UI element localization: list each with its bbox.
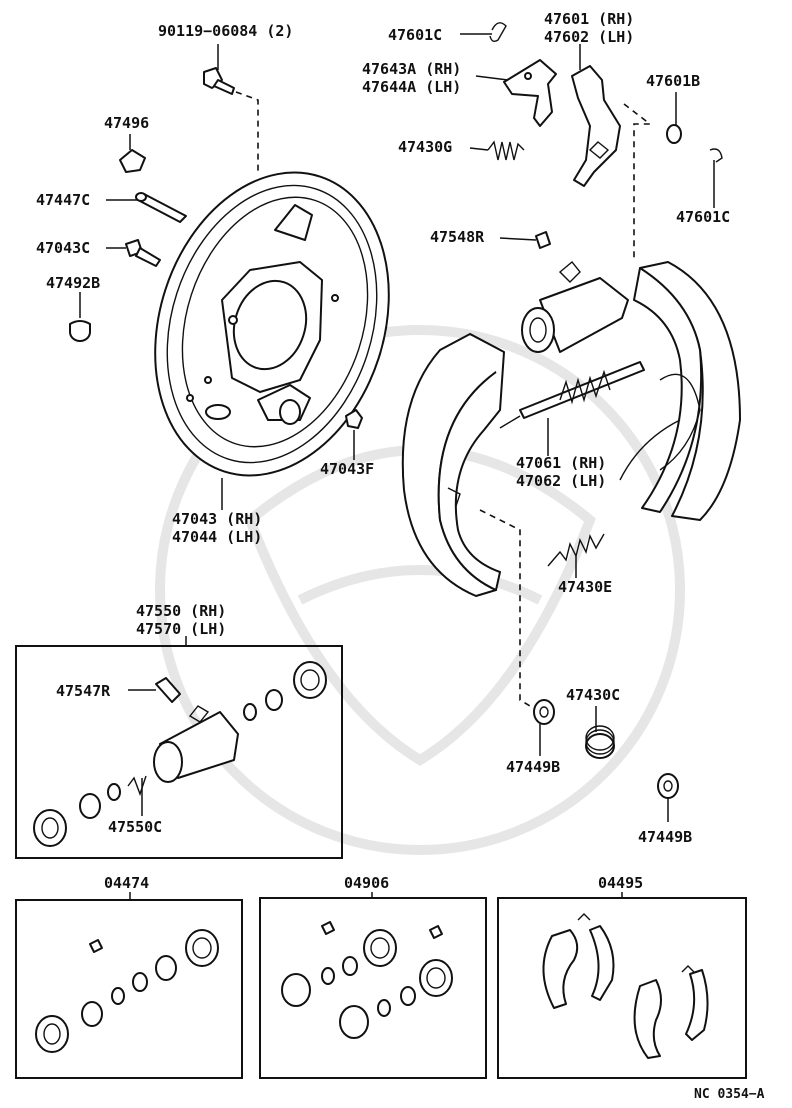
label-47550C: 47550C (108, 818, 162, 836)
label-lever-rh: 47601 (RH) (544, 10, 634, 28)
wheel-cylinder-box (15, 645, 343, 859)
pin-47447C[interactable] (135, 192, 187, 223)
leader-lever (623, 103, 653, 260)
retainer-clip-47601C[interactable] (489, 22, 507, 43)
pin-47548R[interactable] (535, 231, 551, 249)
label-47043C: 47043C (36, 239, 90, 257)
kit-04906-box (259, 897, 487, 1079)
kit-04906-parts[interactable] (281, 921, 453, 1039)
label-47547R: 47547R (56, 682, 111, 700)
washer-47601B[interactable] (666, 124, 682, 144)
spring-47430E[interactable] (547, 533, 605, 567)
leader-shoe (479, 509, 531, 707)
kit-04474-parts[interactable] (35, 929, 219, 1053)
kit-04474-box (15, 899, 243, 1079)
washer-47449B-b[interactable] (657, 773, 679, 799)
parking-lever-47601[interactable] (571, 65, 621, 187)
cylinder-cup-right[interactable] (243, 661, 327, 721)
strut-47643A[interactable] (503, 59, 557, 127)
label-kit-04906: 04906 (344, 874, 389, 892)
label-kit-04495: 04495 (598, 874, 643, 892)
label-47430E: 47430E (558, 578, 612, 596)
plug-47496[interactable] (119, 149, 146, 173)
wheel-cylinder-47550[interactable] (153, 705, 239, 783)
label-strut-lh: 47644A (LH) (362, 78, 461, 96)
diagram-code: NC 0354−A (694, 1087, 765, 1102)
clip-47601C-right[interactable] (709, 148, 723, 163)
bushing-47492B[interactable] (69, 320, 91, 342)
nut-47043F[interactable] (345, 409, 363, 429)
label-47601C-top: 47601C (388, 26, 442, 44)
label-47496: 47496 (104, 114, 149, 132)
adjuster-47061[interactable] (499, 361, 645, 429)
bleeder-47547R[interactable] (155, 677, 181, 703)
label-bolt-90119: 90119−06084 (2) (158, 22, 293, 40)
label-47430G: 47430G (398, 138, 452, 156)
label-47601B: 47601B (646, 72, 700, 90)
cylinder-cup-left[interactable] (33, 775, 147, 847)
brake-shoe-front[interactable] (401, 333, 505, 597)
spring-47430C[interactable] (585, 725, 615, 759)
label-47601C-right: 47601C (676, 208, 730, 226)
label-strut-rh: 47643A (RH) (362, 60, 461, 78)
label-47043F: 47043F (320, 460, 374, 478)
label-backing-plate-lh: 47044 (LH) (172, 528, 262, 546)
wheel-cylinder-assembled[interactable] (521, 261, 629, 353)
kit-04495-box (497, 897, 747, 1079)
label-47492B: 47492B (46, 274, 100, 292)
label-adjuster-lh: 47062 (LH) (516, 472, 606, 490)
leader-bolt (235, 91, 259, 172)
label-backing-plate-rh: 47043 (RH) (172, 510, 262, 528)
backing-plate[interactable] (118, 142, 427, 506)
bolt-90119[interactable] (203, 67, 235, 95)
kit-04495-parts[interactable] (542, 913, 709, 1059)
label-kit-04474: 04474 (104, 874, 149, 892)
part-labels: 90119−06084 (2) 47496 47447C 47043C 4749… (36, 10, 765, 1102)
leader-lines (79, 33, 715, 900)
label-47430C: 47430C (566, 686, 620, 704)
brake-shoe-rear[interactable] (619, 261, 741, 521)
label-cylinder-rh: 47550 (RH) (136, 602, 226, 620)
label-47548R: 47548R (430, 228, 485, 246)
label-47449B-a: 47449B (506, 758, 560, 776)
label-adjuster-rh: 47061 (RH) (516, 454, 606, 472)
washer-47449B-a[interactable] (533, 699, 555, 725)
label-47449B-b: 47449B (638, 828, 692, 846)
label-47447C: 47447C (36, 191, 90, 209)
label-lever-lh: 47602 (LH) (544, 28, 634, 46)
label-cylinder-lh: 47570 (LH) (136, 620, 226, 638)
bolt-47043C[interactable] (125, 239, 161, 267)
spring-47430G[interactable] (487, 140, 525, 161)
